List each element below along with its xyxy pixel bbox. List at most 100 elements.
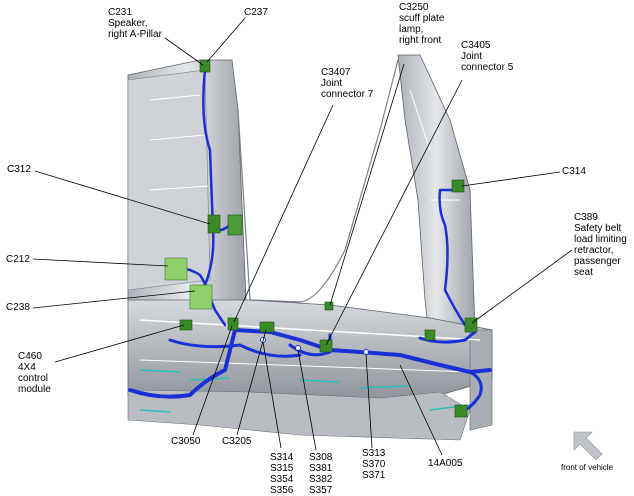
leader-c3405 bbox=[325, 79, 463, 346]
label-c237: C237 bbox=[244, 7, 268, 18]
label-line: C314 bbox=[562, 166, 586, 177]
leader-c212 bbox=[32, 258, 169, 267]
label-line: lamp, bbox=[399, 24, 424, 35]
label-line: S308 bbox=[309, 452, 333, 463]
leader-c312 bbox=[34, 170, 211, 225]
connector-c312 bbox=[207, 214, 221, 234]
connector-c3205 bbox=[259, 321, 275, 333]
label-line: module bbox=[18, 384, 51, 395]
body-line bbox=[139, 319, 481, 341]
splice-s313 bbox=[363, 349, 369, 355]
label-line: 14A005 bbox=[428, 458, 463, 469]
label-c238: C238 bbox=[6, 302, 30, 313]
lower-floor bbox=[127, 389, 471, 441]
leader-lines bbox=[32, 17, 573, 456]
connector-c312b bbox=[227, 214, 243, 236]
leader-c3205 bbox=[236, 329, 267, 436]
body-line bbox=[149, 94, 201, 101]
leader-c237 bbox=[206, 17, 246, 63]
label-c314: C314 bbox=[562, 166, 586, 177]
body-line bbox=[139, 359, 471, 373]
leader-c238 bbox=[32, 290, 196, 309]
label-line: S357 bbox=[309, 485, 333, 496]
label-line: C3407 bbox=[321, 67, 351, 78]
label-line: C3205 bbox=[222, 436, 252, 447]
label-line: C460 bbox=[18, 351, 42, 362]
label-line: S313 bbox=[362, 448, 386, 459]
connector-rear bbox=[454, 404, 468, 418]
connectors bbox=[164, 59, 478, 418]
harness-main bbox=[128, 328, 492, 399]
label-line: seat bbox=[574, 267, 593, 278]
leader-s314 bbox=[262, 341, 282, 449]
connector-c3405 bbox=[319, 339, 333, 353]
label-c3205: C3205 bbox=[222, 436, 251, 447]
dash-panel bbox=[127, 69, 211, 291]
label-c312: C312 bbox=[7, 164, 31, 175]
label-line: C231 bbox=[108, 7, 132, 18]
label-line: C212 bbox=[6, 254, 30, 265]
leader-14a005 bbox=[399, 364, 443, 456]
leader-c3250 bbox=[329, 63, 405, 306]
leader-c231 bbox=[164, 37, 204, 66]
leader-s313 bbox=[365, 353, 373, 449]
label-line: S354 bbox=[270, 474, 294, 485]
label-line: S314 bbox=[270, 452, 294, 463]
label-line: S371 bbox=[362, 470, 386, 481]
harness-rear bbox=[418, 330, 477, 344]
leader-c314 bbox=[461, 171, 561, 187]
label-line: right front bbox=[399, 35, 442, 46]
leader-s308 bbox=[297, 349, 317, 451]
label-line: Safety belt bbox=[574, 223, 622, 234]
label-line: C3405 bbox=[461, 40, 491, 51]
label-line: retractor, bbox=[574, 245, 614, 256]
splice-s308 bbox=[295, 345, 301, 351]
body-line bbox=[149, 134, 206, 141]
leader-c460 bbox=[54, 324, 185, 363]
leader-c3050 bbox=[192, 325, 233, 436]
vehicle-body bbox=[127, 54, 493, 441]
connector-c231 bbox=[199, 59, 211, 73]
body-line bbox=[409, 89, 431, 151]
connector-c212 bbox=[164, 257, 188, 281]
rear-panel bbox=[469, 329, 493, 431]
label-c3050: C3050 bbox=[171, 436, 200, 447]
connector-c3250 bbox=[324, 301, 334, 311]
front-of-vehicle-label: front of vehicle bbox=[561, 463, 614, 472]
label-line: scuff plate bbox=[399, 13, 445, 24]
connector-c460 bbox=[179, 319, 193, 331]
label-line: S382 bbox=[309, 474, 333, 485]
label-line: passenger bbox=[574, 256, 621, 267]
label-line: C312 bbox=[7, 164, 31, 175]
label-line: C3250 bbox=[399, 2, 429, 13]
label-line: control bbox=[18, 373, 49, 384]
connector-c238 bbox=[189, 284, 213, 310]
label-line: Speaker, bbox=[108, 18, 148, 29]
label-line: S381 bbox=[309, 463, 333, 474]
connector-sill bbox=[424, 329, 436, 341]
label-line: C237 bbox=[244, 7, 268, 18]
label-line: 4X4 bbox=[18, 362, 36, 373]
label-line: S370 bbox=[362, 459, 386, 470]
label-line: C3050 bbox=[171, 436, 201, 447]
label-line: Joint bbox=[461, 51, 483, 62]
connector-c3050 bbox=[227, 317, 239, 331]
harness-a-pillar bbox=[202, 68, 227, 327]
front-arrow-icon bbox=[573, 431, 603, 461]
door-opening bbox=[237, 59, 399, 303]
label-line: right A-Pillar bbox=[108, 29, 162, 40]
leader-c389 bbox=[471, 249, 573, 324]
label-line: Joint bbox=[321, 78, 343, 89]
harness-b-pillar bbox=[438, 188, 467, 327]
label-14a005: 14A005 bbox=[428, 458, 462, 469]
